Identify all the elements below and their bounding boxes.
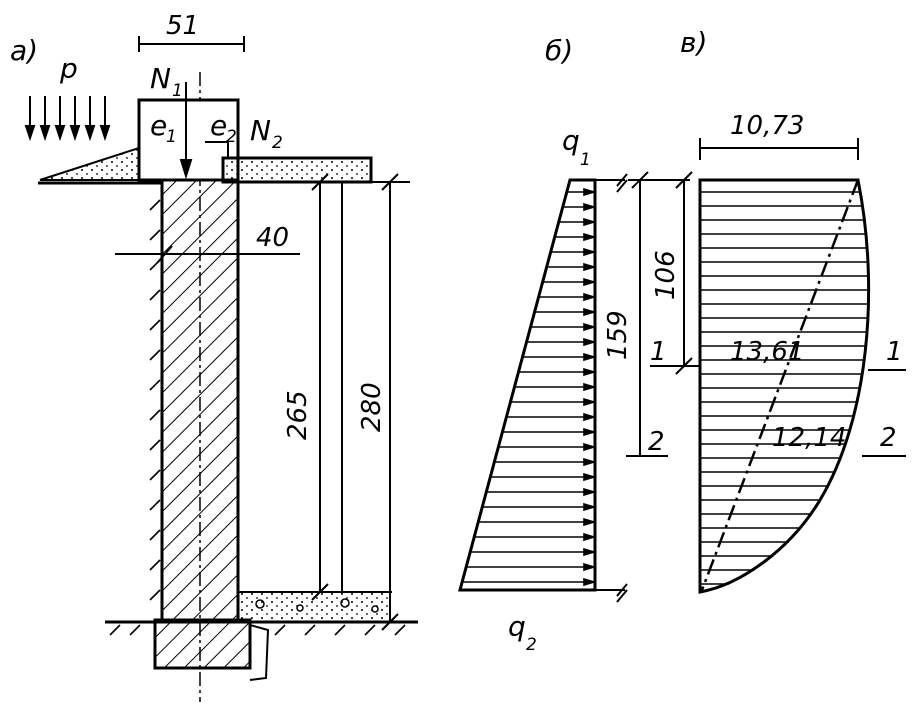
- pressure-arrow-head: [583, 187, 597, 197]
- e1-label: e: [150, 109, 167, 142]
- section-1-left-label: 1: [650, 337, 667, 367]
- dim-265-label: 265: [283, 390, 313, 440]
- pressure-arrow-head: [583, 352, 597, 362]
- pressure-arrow-head: [583, 457, 597, 467]
- pressure-arrow-head: [583, 562, 597, 572]
- panel-label-b: б): [545, 34, 573, 67]
- dim-280-label: 280: [357, 382, 387, 432]
- pressure-arrow-head: [583, 322, 597, 332]
- pressure-arrows: [462, 187, 597, 587]
- pressure-arrow-head: [583, 487, 597, 497]
- pressure-arrow-head: [583, 412, 597, 422]
- pressure-trapezoid: [458, 178, 597, 592]
- dim-106-label: 106: [651, 250, 681, 300]
- pressure-arrow-head: [583, 532, 597, 542]
- moment-top-value: 10,73: [730, 111, 804, 141]
- n2-label: N: [250, 114, 271, 147]
- dimension-40-tick: [157, 245, 173, 263]
- panel-label-v: в): [680, 26, 707, 59]
- pressure-arrow-head: [583, 337, 597, 347]
- section-2-left-label: 2: [648, 427, 665, 457]
- pressure-arrow-head: [583, 502, 597, 512]
- floor-fill-bottom: [238, 592, 390, 620]
- e2-sub: 2: [226, 127, 237, 147]
- dim-40-label: 40: [256, 223, 289, 253]
- section-2-right-label: 2: [880, 423, 897, 453]
- moment-curve: [698, 178, 871, 594]
- moment-linear-part: [700, 179, 860, 591]
- surface-load-arrows: [24, 96, 111, 142]
- pressure-arrow-head: [583, 202, 597, 212]
- support-bottom: [595, 583, 628, 603]
- pressure-arrow-head: [583, 577, 597, 587]
- n1-label: N: [150, 62, 171, 95]
- dimension-159: [628, 171, 690, 456]
- n1-force-arrow: [179, 82, 193, 180]
- n2-eccentricity-bracket: [205, 141, 229, 158]
- pressure-arrow-head: [583, 382, 597, 392]
- pressure-arrow-head: [583, 217, 597, 227]
- soil-hatch-bottom: [109, 624, 406, 636]
- pressure-arrow-head: [583, 397, 597, 407]
- pressure-arrow-head: [583, 427, 597, 437]
- q1-sub: 1: [580, 150, 591, 170]
- section-1-right-label: 1: [886, 337, 903, 367]
- load-label-p: p: [59, 52, 78, 85]
- q2-sub: 2: [526, 635, 537, 655]
- wall-section: а) p 51 N 1 e 1 e 2 N 2 40 265 280: [10, 11, 418, 702]
- q2-label: q: [508, 610, 526, 643]
- pressure-arrow-head: [583, 292, 597, 302]
- e1-sub: 1: [166, 127, 177, 147]
- moment-diagram: в) 10,73 13,61 12,14 1 2: [680, 26, 906, 594]
- pressure-arrow-head: [583, 262, 597, 272]
- pressure-arrow-head: [583, 472, 597, 482]
- foundation: [153, 618, 252, 670]
- e2-label: e: [210, 109, 227, 142]
- dimension-265: [311, 173, 329, 601]
- backfill-wedge: [39, 146, 140, 181]
- n2-sub: 2: [272, 133, 283, 153]
- foundation-soil-right: [249, 624, 270, 681]
- moment-hatch-lines: [700, 191, 869, 585]
- pressure-arrow-head: [583, 247, 597, 257]
- dimension-51: [138, 36, 245, 52]
- dim-51-label: 51: [166, 11, 199, 41]
- dim-159-label: 159: [603, 310, 633, 360]
- pressure-arrow-head: [583, 517, 597, 527]
- moment-value-2: 12,14: [772, 423, 846, 453]
- floor-slab: [221, 156, 373, 184]
- dimension-280: [341, 173, 410, 631]
- pressure-arrow-head: [583, 442, 597, 452]
- moment-value-1: 13,61: [730, 337, 804, 367]
- dimension-10-73: [699, 138, 859, 160]
- pressure-arrow-head: [583, 367, 597, 377]
- pressure-diagram: б) q 1 q 2 159 106 1 2: [458, 34, 700, 655]
- floor-fill-circles: [255, 598, 379, 613]
- n1-sub: 1: [172, 81, 183, 101]
- pressure-arrow-head: [583, 547, 597, 557]
- support-top: [595, 173, 628, 193]
- panel-label-a: а): [10, 34, 38, 67]
- pressure-arrow-head: [583, 277, 597, 287]
- pressure-arrow-head: [583, 307, 597, 317]
- q1-label: q: [562, 124, 580, 157]
- pressure-arrow-head: [583, 232, 597, 242]
